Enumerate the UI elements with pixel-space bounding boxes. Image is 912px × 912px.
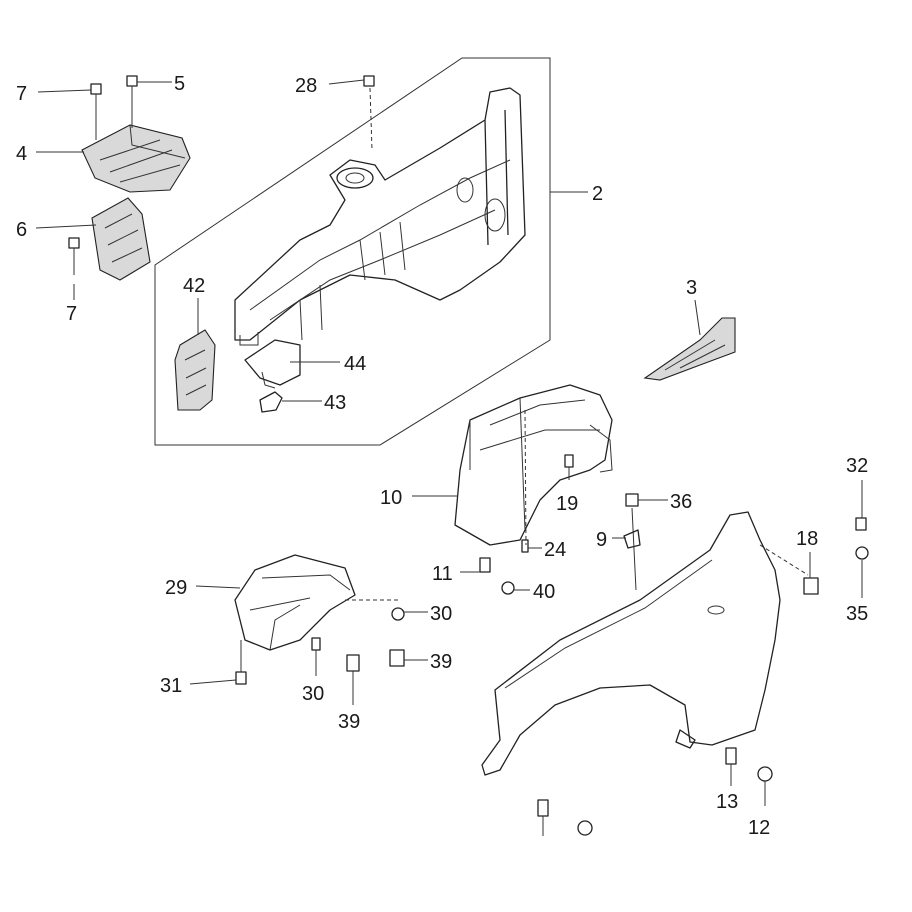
leader-36 — [631, 507, 637, 591]
callout-7-top: 7 — [16, 83, 27, 105]
callout-labels: 7 5 28 4 2 6 7 42 3 44 43 32 10 19 36 18… — [16, 73, 868, 839]
assembly-group-outline — [154, 57, 551, 446]
callout-32: 32 — [846, 455, 868, 477]
part-42-bracket — [174, 329, 216, 411]
callout-19: 19 — [556, 493, 578, 515]
callout-3: 3 — [686, 277, 697, 299]
callout-30-lower: 30 — [302, 683, 324, 705]
part-4-bracket — [81, 124, 191, 193]
callout-35: 35 — [846, 603, 868, 625]
callout-4: 4 — [16, 143, 27, 165]
callout-9: 9 — [596, 529, 607, 551]
leader-18 — [759, 544, 809, 576]
callout-36: 36 — [670, 491, 692, 513]
callout-2: 2 — [592, 183, 603, 205]
callout-43: 43 — [324, 392, 346, 414]
callout-28: 28 — [295, 75, 317, 97]
part-44-bracket — [244, 339, 301, 389]
part-10-wheelhouse-liner — [454, 384, 613, 546]
callout-7-bottom: 7 — [66, 303, 77, 325]
callout-11: 11 — [432, 563, 453, 585]
callout-40: 40 — [533, 581, 555, 603]
callout-12: 12 — [748, 817, 770, 839]
callout-39-lower: 39 — [338, 711, 360, 733]
callout-leaders — [35, 79, 863, 806]
clip-28 — [363, 75, 375, 87]
part-6-bracket — [91, 197, 151, 281]
leader-24 — [524, 409, 527, 546]
callout-10: 10 — [380, 487, 402, 509]
callout-5: 5 — [174, 73, 185, 95]
bolts-upper-left — [68, 75, 138, 275]
callout-44: 44 — [344, 353, 366, 375]
fasteners-fender — [537, 493, 869, 836]
leader-28 — [369, 87, 373, 151]
part-3-bracket — [643, 317, 736, 381]
part-43-clip — [259, 391, 283, 413]
callout-24: 24 — [544, 539, 566, 561]
part-2-side-member — [234, 87, 526, 346]
callout-30-right: 30 — [430, 603, 452, 625]
callout-13: 13 — [716, 791, 738, 813]
callout-29: 29 — [165, 577, 187, 599]
fasteners-part-10 — [479, 454, 574, 595]
fender-panel — [481, 511, 781, 776]
callout-31: 31 — [160, 675, 182, 697]
callout-42: 42 — [183, 275, 205, 297]
callout-39-right: 39 — [430, 651, 452, 673]
callout-18: 18 — [796, 528, 818, 550]
callout-6: 6 — [16, 219, 27, 241]
part-29-liner — [234, 554, 356, 651]
